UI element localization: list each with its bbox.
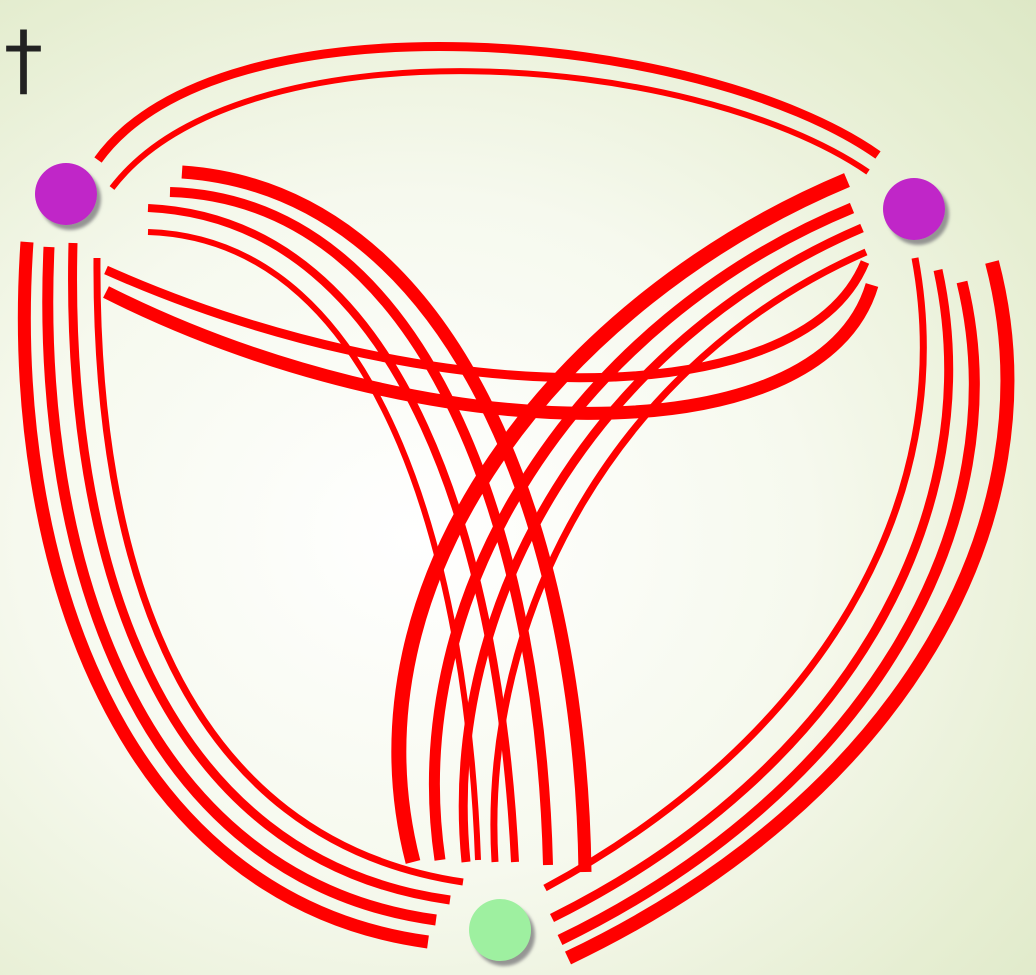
bundle-inner-right <box>399 180 866 862</box>
strand <box>98 46 878 160</box>
bundle-outer-top <box>98 46 878 188</box>
strand <box>73 243 450 900</box>
node-top-right <box>883 178 945 240</box>
strand <box>112 71 868 188</box>
node-top-left <box>35 163 97 225</box>
strand <box>170 192 548 865</box>
strand <box>97 258 463 882</box>
strand <box>568 262 1007 958</box>
node-bottom <box>469 899 531 961</box>
